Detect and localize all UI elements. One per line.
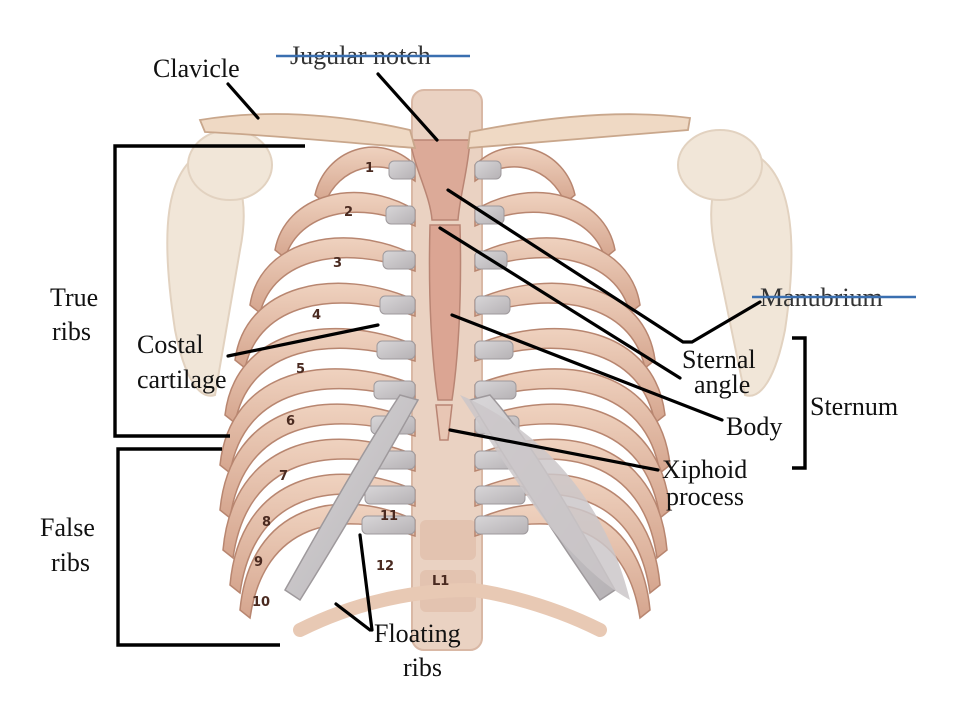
right-cartilage-fill xyxy=(460,395,630,600)
rib-number-10: 10 xyxy=(252,595,270,610)
rib-number-3: 3 xyxy=(333,256,342,271)
left-costal-cartilage-5 xyxy=(376,340,416,360)
floating-rib-12-leader xyxy=(334,602,372,632)
rib-number-7: 7 xyxy=(279,469,288,484)
right-costal-cartilage-1 xyxy=(474,160,502,180)
jugular-notch-leader xyxy=(376,72,439,142)
rib-number-4: 4 xyxy=(312,308,321,323)
costal-cartilage-leader xyxy=(226,323,380,358)
costal-cartilage-label-line2: cartilage xyxy=(137,365,227,394)
right-rib-3 xyxy=(474,237,641,315)
rib-number-2: 2 xyxy=(344,205,353,220)
clavicle-leader xyxy=(226,82,260,120)
clavicles xyxy=(198,113,692,149)
left-rib-5 xyxy=(224,327,416,425)
brackets xyxy=(113,144,807,647)
right-costal-cartilage-10 xyxy=(474,515,529,535)
right-rib-2 xyxy=(474,191,616,260)
right-rib-6 xyxy=(474,368,671,475)
left-humerus-head xyxy=(187,129,273,201)
manubrium-leader xyxy=(446,188,762,344)
sternal-angle-label-line1: Sternal xyxy=(682,345,756,374)
right-costal-cartilage-5 xyxy=(474,340,514,360)
false-ribs-label-line1: False xyxy=(40,513,95,542)
labels: Clavicle Jugular notch Manubrium True ri… xyxy=(40,41,916,682)
left-costal-margin xyxy=(284,394,420,602)
manubrium-shape xyxy=(409,139,471,221)
left-rib-6 xyxy=(219,368,416,475)
xiphoid-process-label-line1: Xiphoid xyxy=(662,455,747,484)
right-humerus-head xyxy=(677,129,763,201)
left-costal-cartilage-2 xyxy=(385,205,416,225)
sternum xyxy=(409,139,471,441)
left-costal-cartilage-10 xyxy=(361,515,416,535)
rib-number-5: 5 xyxy=(296,362,305,377)
left-rib-3 xyxy=(249,237,416,315)
leader-lines xyxy=(226,72,762,632)
right-costal-cartilage-9 xyxy=(474,485,526,505)
sternum-bracket xyxy=(792,336,807,470)
sternal-angle-label-line2: angle xyxy=(694,370,750,399)
vertebra-l1-label: L1 xyxy=(432,574,449,589)
body-label: Body xyxy=(726,412,782,441)
false-ribs-label-line2: ribs xyxy=(51,548,90,577)
floating-ribs-label-line1: Floating xyxy=(374,619,461,648)
left-costal-cartilage-4 xyxy=(379,295,416,315)
true-ribs-bracket xyxy=(113,144,305,438)
left-costal-cartilage-6 xyxy=(373,380,416,400)
clavicle-label: Clavicle xyxy=(153,54,240,83)
sternum-label: Sternum xyxy=(810,392,898,421)
rib-number-11: 11 xyxy=(380,509,398,524)
left-rib-8 xyxy=(222,438,416,560)
left-rib-7 xyxy=(219,403,416,520)
right-costal-cartilage-6 xyxy=(474,380,517,400)
xiphoid-leader xyxy=(448,428,660,472)
right-costal-cartilage-4 xyxy=(474,295,511,315)
rib-number-9: 9 xyxy=(254,555,263,570)
left-costal-cartilage-3 xyxy=(382,250,416,270)
left-clavicle xyxy=(198,113,417,149)
xiphoid-process-label-line2: process xyxy=(666,482,744,511)
floating-ribs-label-line2: ribs xyxy=(403,653,442,682)
left-rib-2 xyxy=(274,191,416,260)
rib-number-1: 1 xyxy=(365,161,374,176)
sternal-angle-leader xyxy=(438,226,682,380)
body-leader xyxy=(450,313,724,422)
true-ribs-label-line2: ribs xyxy=(52,317,91,346)
xiphoid-shape xyxy=(435,404,453,441)
floating-rib-11-leader xyxy=(358,533,374,632)
floating-rib-arcs xyxy=(293,583,607,637)
right-rib-7 xyxy=(474,403,671,520)
left-costal-cartilage-9 xyxy=(364,485,416,505)
rib-number-6: 6 xyxy=(286,414,295,429)
right-rib-5 xyxy=(474,327,666,425)
rib-number-8: 8 xyxy=(262,515,271,530)
rib-number-12: 12 xyxy=(376,559,394,574)
right-ribs xyxy=(474,146,671,620)
costal-cartilage-margins xyxy=(284,394,630,602)
left-costal-cartilage-1 xyxy=(388,160,416,180)
right-clavicle xyxy=(466,113,692,149)
true-ribs-label-line1: True xyxy=(50,283,98,312)
sternum-body-shape xyxy=(428,224,462,401)
false-ribs-bracket xyxy=(116,447,280,647)
costal-cartilage-label-line1: Costal xyxy=(137,330,203,359)
